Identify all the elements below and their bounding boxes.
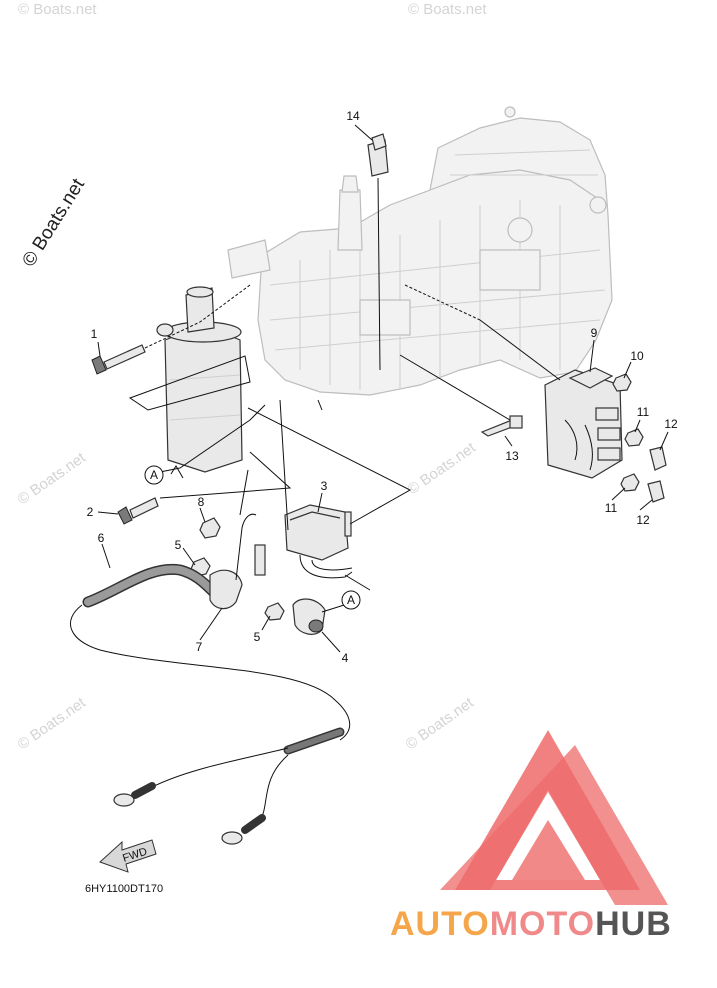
logo-mark-icon — [440, 730, 668, 905]
electrical-module — [544, 367, 623, 479]
reference-marker-a-1: A — [144, 465, 164, 485]
starter-relay — [284, 504, 353, 579]
watermark-low-left: © Boats.net — [15, 694, 90, 753]
logo-text-auto: AUTO — [390, 905, 490, 943]
watermark-main: © Boats.net — [18, 174, 89, 270]
callout-13: 13 — [505, 449, 519, 463]
callout-12a: 12 — [664, 417, 678, 431]
logo-text: AUTOMOTOHUB — [390, 905, 672, 943]
reference-marker-a-2: A — [341, 590, 361, 610]
nut-8 — [199, 517, 221, 539]
bolt-1 — [91, 344, 146, 375]
automotohub-logo: AUTOMOTOHUB — [390, 730, 672, 943]
callout-12b: 12 — [636, 513, 650, 527]
nut-11b — [620, 473, 640, 492]
leader-bolt1-dash — [144, 284, 251, 349]
callout-10: 10 — [630, 349, 644, 363]
nut-5b — [264, 602, 285, 621]
watermark-mid-left: © Boats.net — [15, 449, 90, 508]
callout-4: 4 — [342, 651, 349, 665]
callout-5b: 5 — [254, 630, 261, 644]
connector-14 — [367, 133, 389, 177]
callout-6: 6 — [98, 531, 105, 545]
watermark-top-left: © Boats.net — [18, 1, 97, 18]
ref-marker-label: A — [347, 593, 355, 607]
engine-block-illustration — [227, 106, 613, 396]
bolt-2 — [117, 497, 159, 525]
bolt-10 — [612, 373, 632, 392]
grommet-12a — [649, 446, 667, 471]
logo-text-hub: HUB — [595, 905, 672, 943]
callout-labels: 1 2 3 4 5 5 6 7 8 9 10 11 11 12 12 13 14 — [87, 109, 678, 665]
leader-lines — [97, 124, 669, 653]
relay-cover — [292, 598, 326, 635]
callout-2: 2 — [87, 505, 94, 519]
nut-11a — [624, 428, 644, 447]
callout-3: 3 — [321, 479, 328, 493]
cable-tie — [480, 415, 523, 437]
battery-cable — [70, 513, 350, 741]
logo-text-moto: MOTO — [490, 905, 595, 943]
forward-arrow: FWD — [99, 839, 157, 873]
watermark-top-mid: © Boats.net — [408, 1, 487, 18]
callout-11a: 11 — [637, 405, 650, 419]
callout-11b: 11 — [605, 501, 618, 515]
callout-5a: 5 — [175, 538, 182, 552]
callout-9: 9 — [591, 326, 598, 340]
starter-motor — [156, 286, 243, 473]
grommet-12b — [647, 480, 665, 503]
callout-14: 14 — [346, 109, 360, 123]
callout-8: 8 — [198, 495, 205, 509]
battery-leads — [113, 727, 345, 845]
diagram-code: 6HY1100DT170 — [85, 883, 163, 895]
callout-7: 7 — [196, 640, 203, 654]
callout-1: 1 — [91, 327, 98, 341]
watermark-low-right: © Boats.net — [403, 694, 478, 753]
ref-marker-label: A — [150, 468, 158, 482]
watermark-mid-right: © Boats.net — [405, 439, 480, 498]
